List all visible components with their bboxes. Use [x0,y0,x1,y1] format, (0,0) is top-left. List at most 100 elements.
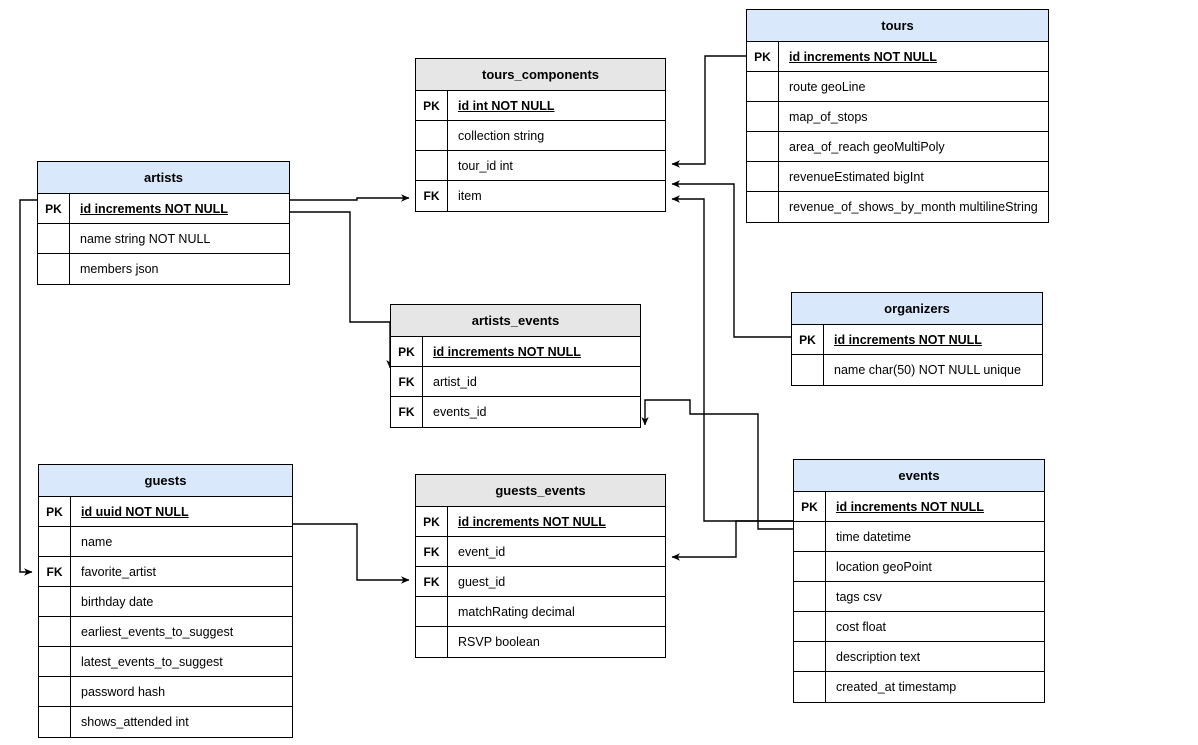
column-label: route geoLine [789,79,866,94]
key-badge [794,522,826,551]
entity-title-guests: guests [39,465,292,497]
key-badge [39,617,71,646]
column-label: revenueEstimated bigInt [789,169,924,184]
entity-title-guests_events: guests_events [416,475,665,507]
key-badge: PK [416,91,448,120]
column-row[interactable]: cost float [794,612,1044,642]
key-badge [794,552,826,581]
column-row[interactable]: name [39,527,292,557]
column-row[interactable]: FK item [416,181,665,211]
column-row[interactable]: tour_id int [416,151,665,181]
column-label: event_id [458,544,506,559]
column-row[interactable]: PK id increments NOT NULL [747,42,1048,72]
column-label: id increments NOT NULL [836,499,984,514]
column-label: birthday date [81,594,154,609]
key-badge [416,121,448,150]
key-badge: PK [39,497,71,526]
column-label: password hash [81,684,166,699]
key-badge [747,162,779,191]
key-badge [794,672,826,702]
column-label: time datetime [836,529,912,544]
column-row[interactable]: PK id increments NOT NULL [38,194,289,224]
key-badge [792,355,824,385]
entity-title-artists: artists [38,162,289,194]
column-row[interactable]: FK event_id [416,537,665,567]
column-label: shows_attended int [81,715,189,729]
column-label: id increments NOT NULL [80,201,228,216]
column-row[interactable]: shows_attended int [39,707,292,737]
column-label: item [458,189,482,203]
column-label: created_at timestamp [836,680,957,694]
column-row[interactable]: map_of_stops [747,102,1048,132]
key-badge: PK [747,42,779,71]
column-label: id increments NOT NULL [789,49,937,64]
column-label: id int NOT NULL [458,98,555,113]
key-badge [39,707,71,737]
column-row[interactable]: name char(50) NOT NULL unique [792,355,1042,385]
key-badge [794,642,826,671]
column-row[interactable]: location geoPoint [794,552,1044,582]
column-label: revenue_of_shows_by_month multilineStrin… [789,200,1038,214]
column-row[interactable]: area_of_reach geoMultiPoly [747,132,1048,162]
column-row[interactable]: birthday date [39,587,292,617]
column-row[interactable]: revenueEstimated bigInt [747,162,1048,192]
relationship-events-to-tours_components-item [671,195,793,522]
column-label: events_id [433,405,487,419]
entity-title-artists_events: artists_events [391,305,640,337]
column-row[interactable]: matchRating decimal [416,597,665,627]
column-row[interactable]: password hash [39,677,292,707]
column-row[interactable]: revenue_of_shows_by_month multilineStrin… [747,192,1048,222]
column-label: name [81,534,113,549]
column-row[interactable]: time datetime [794,522,1044,552]
column-row[interactable]: RSVP boolean [416,627,665,657]
column-row[interactable]: name string NOT NULL [38,224,289,254]
relationship-artists-to-guests-favorite_artist [19,199,37,576]
column-label: guest_id [458,574,506,589]
key-badge: FK [416,181,448,211]
column-row[interactable]: tags csv [794,582,1044,612]
column-row[interactable]: earliest_events_to_suggest [39,617,292,647]
entity-title-tours_components: tours_components [416,59,665,91]
key-badge: PK [38,194,70,223]
column-row[interactable]: created_at timestamp [794,672,1044,702]
column-label: artist_id [433,374,477,389]
key-badge: FK [39,557,71,586]
entity-title-tours: tours [747,10,1048,42]
column-row[interactable]: route geoLine [747,72,1048,102]
key-badge [747,72,779,101]
column-row[interactable]: PK id int NOT NULL [416,91,665,121]
key-badge [39,587,71,616]
column-label: tour_id int [458,158,513,173]
column-label: id increments NOT NULL [834,332,982,347]
column-list: PK id int NOT NULL collection string tour_i… [416,91,665,211]
column-label: description text [836,649,921,664]
key-badge [416,627,448,657]
column-row[interactable]: collection string [416,121,665,151]
column-row[interactable]: members json [38,254,289,284]
key-badge: FK [416,537,448,566]
column-label: area_of_reach geoMultiPoly [789,139,945,154]
column-list: PK id increments NOT NULL route geoLine map… [747,42,1048,222]
column-row[interactable]: description text [794,642,1044,672]
column-row[interactable]: latest_events_to_suggest [39,647,292,677]
column-label: name string NOT NULL [80,231,211,246]
